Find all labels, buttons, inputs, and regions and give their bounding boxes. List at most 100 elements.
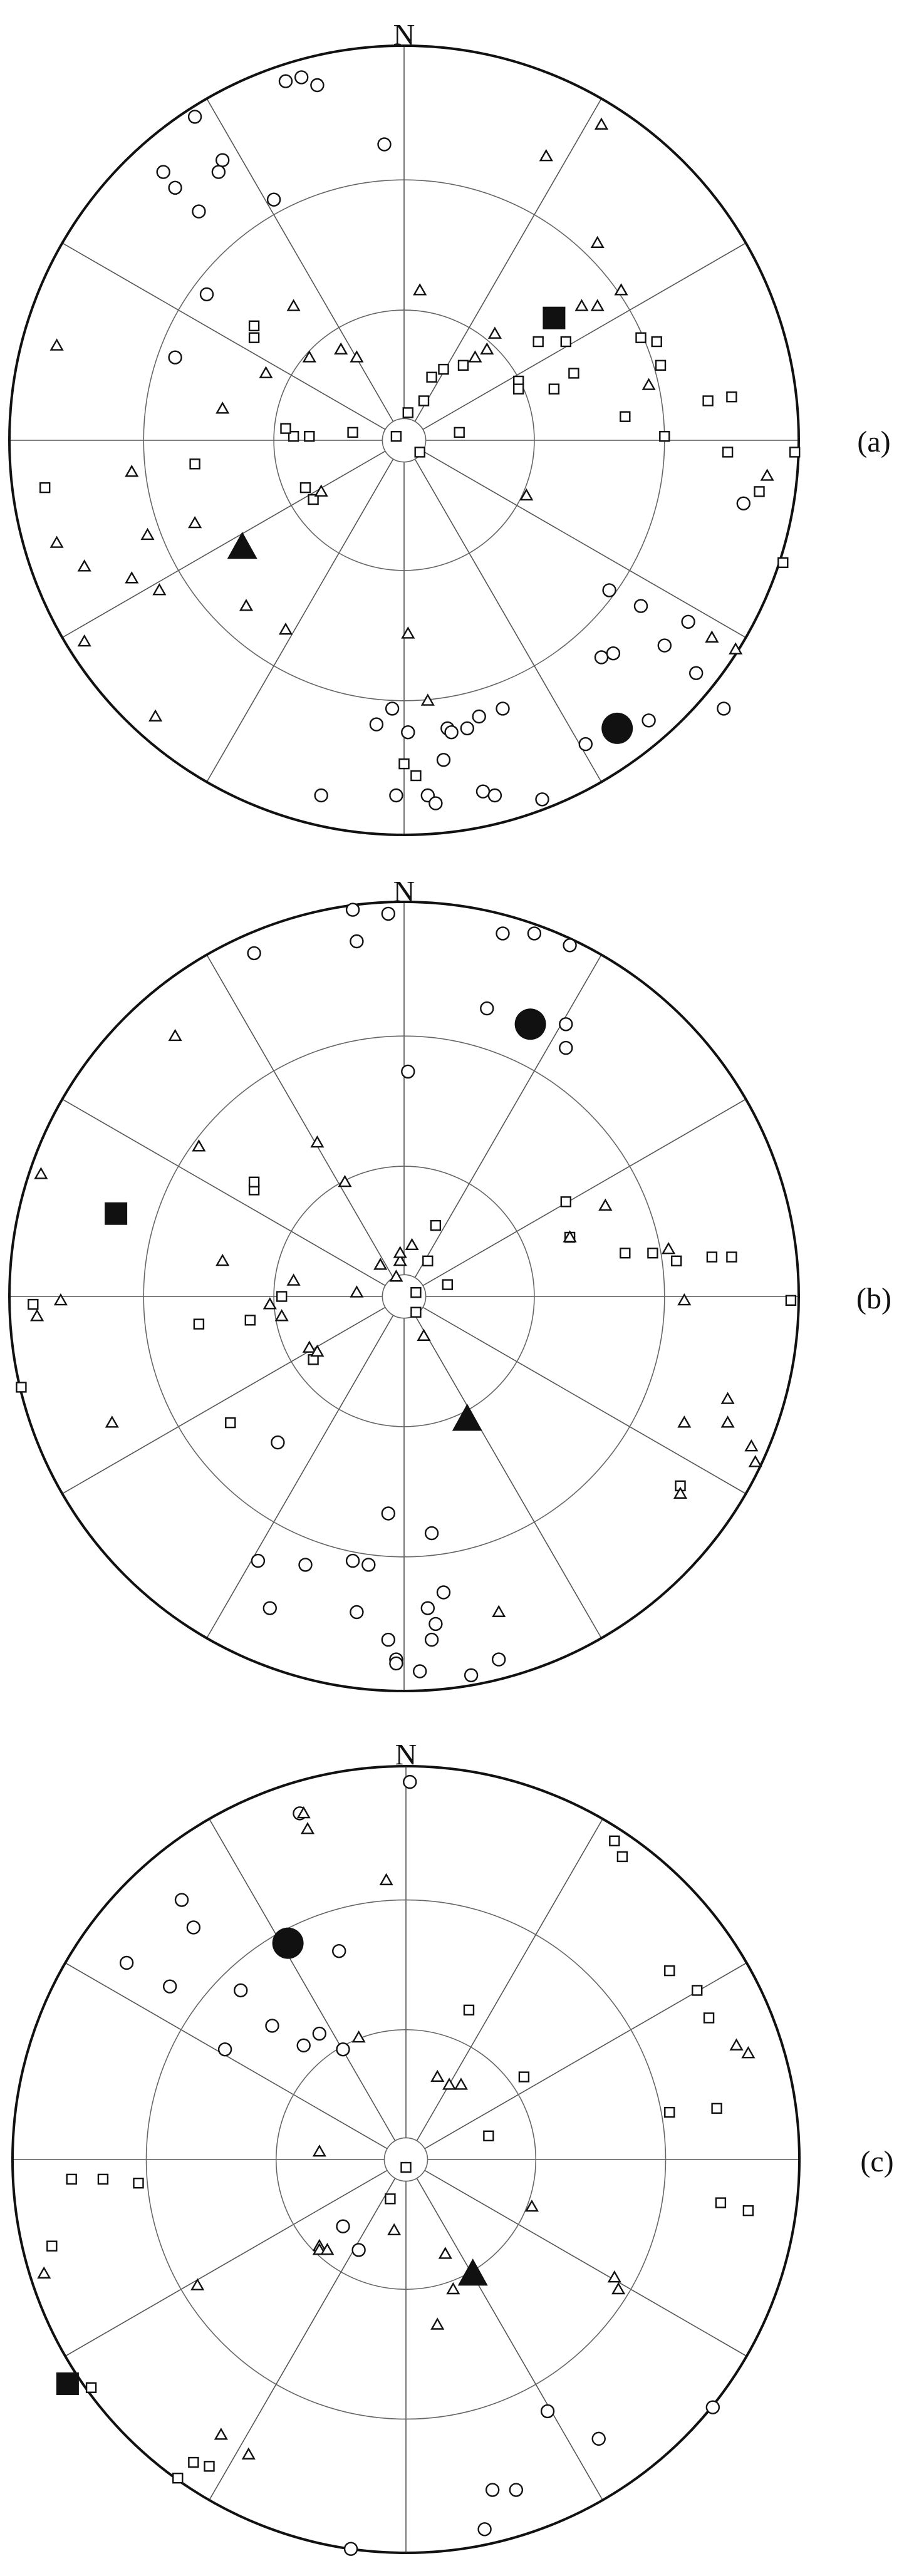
pole-triangle — [729, 642, 743, 654]
pole-triangle — [190, 2278, 205, 2290]
pole-triangle — [594, 117, 609, 130]
pole-circle — [343, 2542, 358, 2556]
pole-circle — [187, 110, 202, 124]
pole-circle — [234, 1983, 248, 1998]
pole-square — [692, 1985, 703, 1996]
pole-square — [726, 391, 737, 403]
pole-square — [422, 1255, 434, 1267]
stereonet-panel-c: N(c) — [11, 1739, 894, 2556]
pole-square — [244, 1315, 256, 1326]
pole-triangle — [286, 299, 301, 311]
pole-circle — [350, 1605, 364, 1620]
grid-spoke — [206, 458, 394, 782]
pole-circle — [429, 796, 443, 810]
mean-square — [56, 2372, 79, 2395]
pole-triangle — [468, 350, 482, 363]
stereonet-panel-b: N(b) — [8, 876, 891, 1692]
pole-square — [248, 1176, 260, 1188]
pole-triangle — [705, 630, 719, 643]
pole-square — [616, 1851, 628, 1863]
pole-square — [28, 1298, 39, 1310]
pole-square — [299, 482, 311, 494]
pole-circle — [472, 709, 486, 724]
pole-triangle — [662, 1241, 676, 1254]
pole-square — [726, 1251, 737, 1263]
pole-triangle — [487, 326, 502, 339]
pole-circle — [345, 903, 360, 917]
pole-square — [402, 407, 413, 418]
pole-triangle — [49, 535, 64, 548]
pole-circle — [424, 1632, 439, 1647]
north-label: N — [393, 876, 415, 909]
pole-circle — [420, 1601, 435, 1615]
pole-circle — [385, 701, 400, 716]
pole-circle — [705, 2400, 720, 2414]
pole-circle — [540, 2404, 555, 2419]
pole-square — [609, 1835, 620, 1847]
pole-circle — [591, 2431, 606, 2446]
pole-triangle — [77, 634, 91, 647]
pole-circle — [168, 350, 182, 365]
pole-circle — [429, 1616, 443, 1632]
pole-circle — [487, 788, 502, 803]
pole-circle — [156, 165, 170, 179]
pole-circle — [403, 1774, 417, 1789]
pole-square — [85, 2382, 97, 2393]
pole-triangle — [350, 350, 364, 363]
pole-square — [664, 1965, 675, 1977]
pole-square — [398, 758, 410, 770]
primitive-circle — [11, 1765, 801, 2554]
pole-square — [66, 2173, 77, 2185]
pole-triangle — [641, 378, 656, 390]
pole-circle — [266, 192, 281, 207]
pole-circle — [633, 599, 648, 613]
pole-square — [651, 336, 662, 348]
pole-circle — [381, 906, 395, 921]
pole-square — [385, 2193, 396, 2205]
pole-circle — [485, 2483, 500, 2497]
pole-triangle — [677, 1415, 692, 1428]
pole-circle — [369, 717, 384, 732]
pole-square — [39, 482, 51, 494]
pole-triangle — [259, 366, 273, 378]
pole-triangle — [320, 2243, 335, 2255]
grid-spoke — [206, 1315, 394, 1638]
pole-triangle — [140, 527, 155, 541]
pole-triangle — [49, 338, 64, 351]
pole-triangle — [611, 2282, 626, 2295]
pole-square — [390, 431, 402, 442]
pole-circle — [351, 2243, 366, 2257]
pole-triangle — [338, 1174, 352, 1187]
pole-triangle — [350, 1285, 364, 1298]
pole-triangle — [480, 342, 494, 355]
pole-triangle — [379, 1873, 393, 1886]
pole-square — [97, 2173, 109, 2185]
pole-square — [703, 2012, 715, 2024]
pole-circle — [527, 926, 542, 941]
pole-circle — [736, 496, 751, 510]
pole-triangle — [168, 1028, 182, 1042]
pole-circle — [217, 2042, 232, 2057]
pole-circle — [464, 1668, 479, 1683]
pole-square — [647, 1247, 658, 1259]
pole-triangle — [125, 464, 139, 477]
pole-circle — [345, 1553, 360, 1568]
primitive-circle — [8, 44, 800, 836]
pole-triangle — [393, 1253, 407, 1266]
grid-spoke — [422, 242, 746, 430]
pole-triangle — [302, 1340, 316, 1353]
pole-triangle — [574, 299, 589, 311]
pole-square — [620, 411, 631, 422]
grid-spoke — [206, 954, 394, 1278]
grid-spoke — [414, 458, 602, 782]
pole-triangle — [720, 1392, 735, 1404]
pole-circle — [401, 725, 415, 740]
pole-square — [706, 1251, 718, 1263]
pole-square — [702, 395, 714, 406]
pole-triangle — [413, 283, 427, 296]
pole-square — [548, 383, 560, 395]
pole-triangle — [148, 709, 163, 722]
pole-circle — [168, 180, 182, 195]
pole-circle — [265, 2019, 279, 2033]
